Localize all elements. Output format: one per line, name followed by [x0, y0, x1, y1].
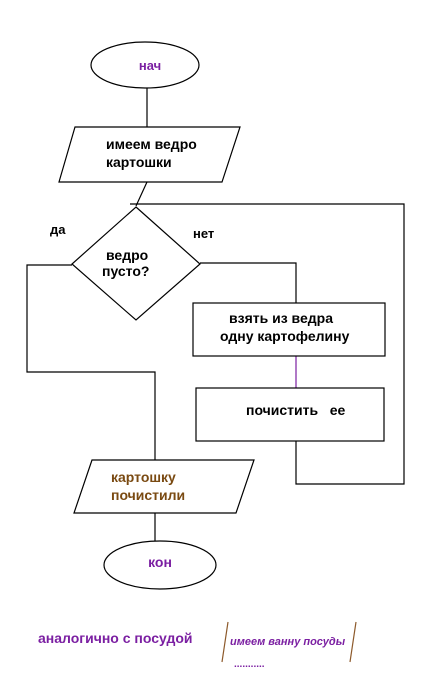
footer-io-left-edge: [221, 621, 229, 663]
connectors: [26, 88, 405, 541]
decision-label-line2: пусто?: [102, 263, 149, 279]
yes-label: да: [50, 222, 66, 237]
connector-yes-branch: [26, 264, 156, 460]
peel-label: почистить ее: [246, 402, 346, 418]
footer-io-right-edge: [349, 621, 357, 663]
connector-loop-back: [130, 203, 405, 485]
take-label-line1: взять из ведра: [229, 310, 333, 326]
decision-label-line1: ведро: [106, 247, 148, 263]
footer-ellipsis: ...........: [234, 659, 265, 670]
connector-no-branch: [200, 262, 297, 303]
end-terminal: [103, 540, 217, 590]
decision-diamond: [71, 206, 201, 321]
take-label-line2: одну картофелину: [220, 328, 350, 344]
output-label-line1: картошку: [111, 469, 176, 485]
footer-note: аналогично с посудой: [38, 630, 193, 646]
output-label-line2: почистили: [111, 487, 185, 503]
output-parallelogram: [73, 459, 255, 514]
peel-process-box: [195, 387, 385, 442]
take-process-box: [192, 302, 386, 357]
no-label: нет: [193, 226, 214, 241]
input-label-line2: картошки: [106, 154, 172, 170]
end-label: кон: [148, 554, 172, 570]
footer-io-text: имеем ванну посуды: [230, 636, 346, 648]
connector-input-decision: [135, 181, 148, 207]
input-label-line1: имеем ведро: [106, 136, 197, 152]
input-parallelogram: [58, 126, 241, 183]
start-terminal: [90, 41, 200, 89]
start-label: нач: [139, 58, 161, 73]
